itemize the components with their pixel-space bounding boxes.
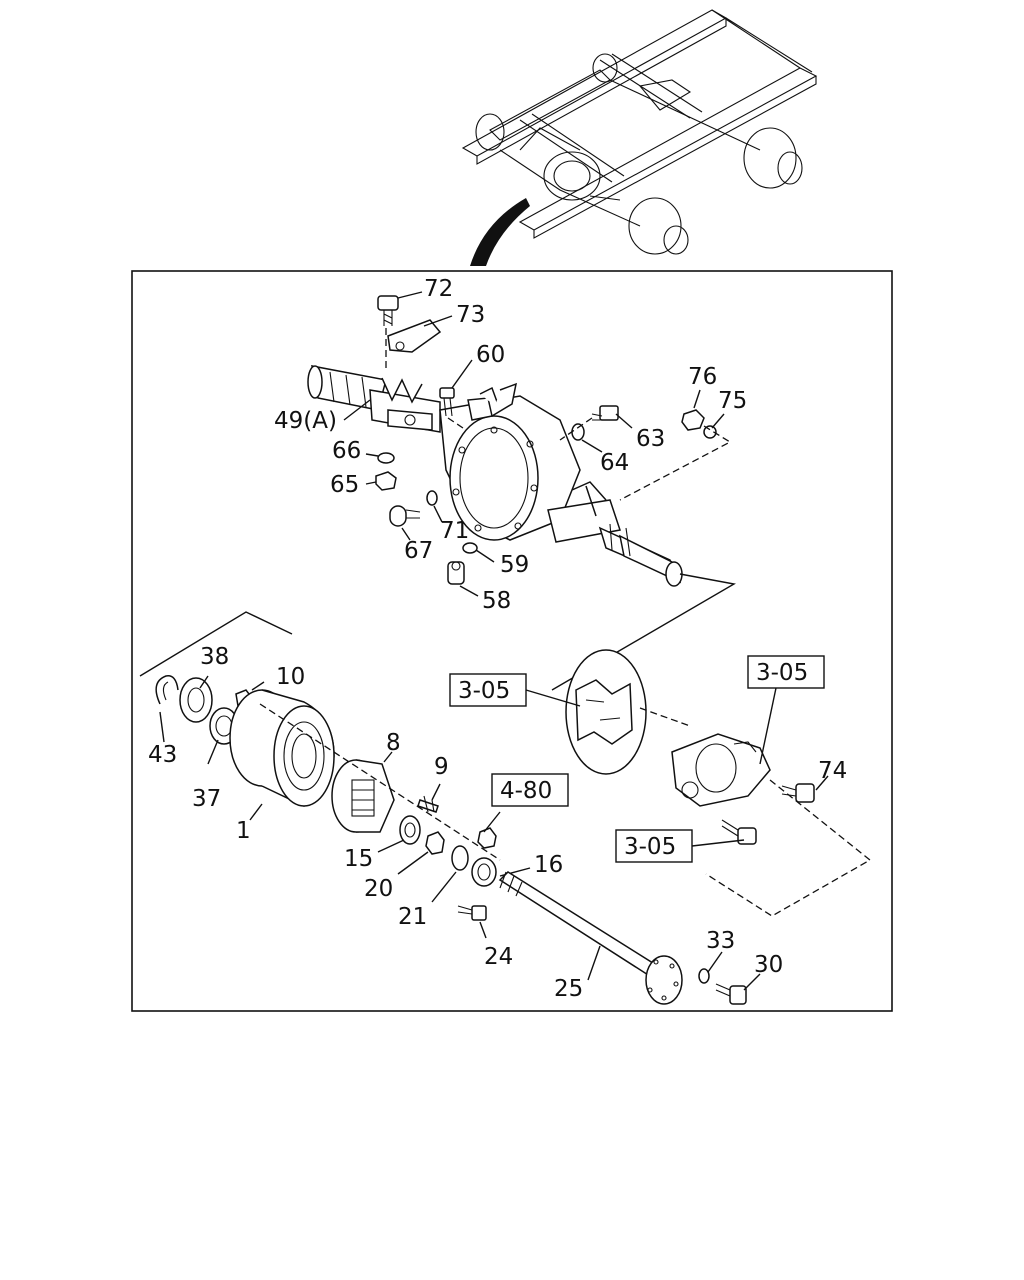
- callout-66: 66: [332, 438, 361, 464]
- axle-housing: [307, 365, 683, 587]
- callout-21: 21: [398, 904, 427, 930]
- callout-38: 38: [200, 644, 229, 670]
- callout-67: 67: [404, 538, 433, 564]
- hub-assembly: [139, 611, 531, 939]
- callout-58: 58: [482, 588, 511, 614]
- callout-1: 1: [236, 818, 251, 844]
- reference-box-4-80[interactable]: 4-80: [491, 773, 569, 807]
- callout-9: 9: [434, 754, 449, 780]
- chassis-inset: [461, 9, 818, 266]
- callout-71: 71: [440, 518, 469, 544]
- callout-25: 25: [554, 976, 583, 1002]
- reference-box-label: 4-80: [500, 778, 552, 804]
- callout-74: 74: [818, 758, 847, 784]
- callout-10: 10: [276, 664, 305, 690]
- main-view-frame: [131, 270, 893, 1012]
- reference-boxes: 3-05 3-05 4-80 3-05: [449, 655, 825, 863]
- axle-shaft: [498, 871, 761, 1005]
- callout-24: 24: [484, 944, 513, 970]
- callout-33: 33: [706, 928, 735, 954]
- callout-73: 73: [456, 302, 485, 328]
- callout-59: 59: [500, 552, 529, 578]
- reference-box-label: 3-05: [756, 660, 808, 686]
- callout-labels: 72 73 60 49(A) 76 75 63 64 66 65 71 67 5…: [148, 276, 847, 1002]
- callout-75: 75: [718, 388, 747, 414]
- callout-20: 20: [364, 876, 393, 902]
- callout-15: 15: [344, 846, 373, 872]
- reference-box-label: 3-05: [458, 678, 510, 704]
- brake-assembly: [525, 649, 872, 917]
- reference-box-3-05-right[interactable]: 3-05: [747, 655, 825, 689]
- callout-72: 72: [424, 276, 453, 302]
- reference-box-label: 3-05: [624, 834, 676, 860]
- callout-76: 76: [688, 364, 717, 390]
- reference-box-3-05-lower[interactable]: 3-05: [615, 829, 693, 863]
- callout-8: 8: [386, 730, 401, 756]
- callout-63: 63: [636, 426, 665, 452]
- callout-37: 37: [192, 786, 221, 812]
- callout-64: 64: [600, 450, 629, 476]
- reference-box-3-05-left[interactable]: 3-05: [449, 673, 527, 707]
- callout-16: 16: [534, 852, 563, 878]
- callout-49a: 49(A): [274, 408, 337, 434]
- callout-65: 65: [330, 472, 359, 498]
- callout-60: 60: [476, 342, 505, 368]
- housing-fasteners: [343, 291, 736, 691]
- callout-43: 43: [148, 742, 177, 768]
- callout-30: 30: [754, 952, 783, 978]
